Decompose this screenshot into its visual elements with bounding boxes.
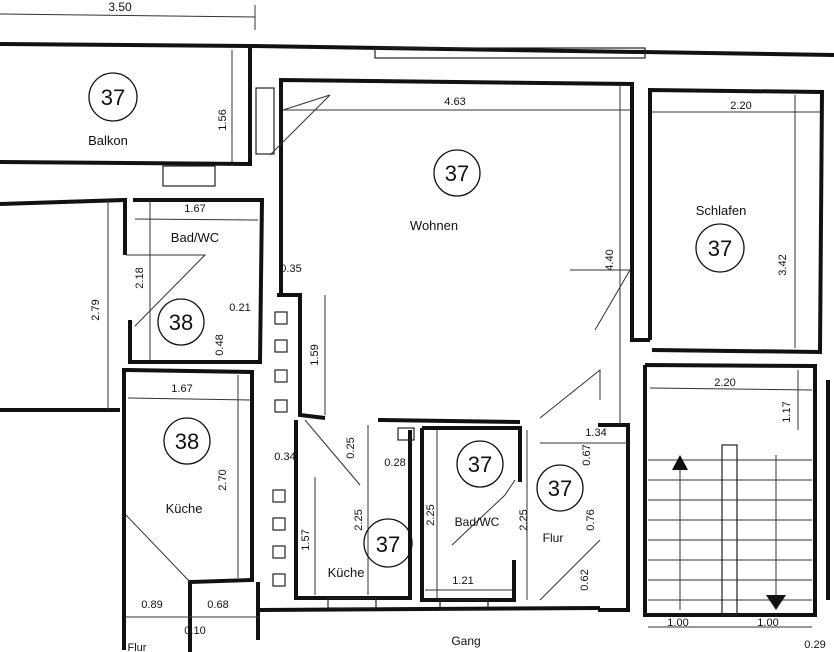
dimension-0-89: 0.89: [141, 599, 162, 611]
kueche-mid-unit-number: 37: [376, 532, 400, 557]
dimension-0-21: 0.21: [229, 302, 250, 314]
dimension-1-57: 1.57: [300, 529, 312, 550]
flur-mid-unit-number: 37: [548, 476, 572, 501]
bad-mid-unit-number: 37: [468, 452, 492, 477]
kueche-left-depth-dimension: 2.70: [217, 469, 229, 490]
kueche-mid-label: Küche: [328, 565, 365, 580]
kueche-mid-depth-dimension: 2.25: [353, 509, 365, 530]
stair-down-arrow-icon: [766, 595, 786, 610]
schlafen-width-dimension: 2.20: [730, 100, 751, 112]
dimension-0-25: 0.25: [345, 437, 357, 458]
schlafen-depth-dimension: 3.42: [777, 254, 789, 275]
dimension-0-29: 0.29: [804, 639, 825, 651]
dimension-0-10: 0.10: [184, 625, 205, 637]
bad-top-width-dimension: 1.67: [184, 203, 205, 215]
balkon-unit-number: 37: [101, 85, 125, 110]
outer-depth-dimension: 2.79: [90, 299, 102, 320]
dimension-0-67: 0.67: [581, 444, 593, 465]
stair-up-arrow-icon: [672, 455, 688, 470]
bad-mid-width-dimension: 1.21: [452, 575, 473, 587]
wohnen-label: Wohnen: [410, 218, 458, 233]
dimension-0-68: 0.68: [207, 599, 228, 611]
stair-landing-dimension: 1.17: [781, 401, 793, 422]
chimney-blocks: [272, 311, 415, 587]
stair-run-left-dimension: 1.00: [667, 617, 688, 629]
wohnen-unit-number: 37: [445, 161, 469, 186]
dimension-0-28: 0.28: [384, 457, 405, 469]
schlafen-label: Schlafen: [696, 203, 747, 218]
dimension-0-76: 0.76: [585, 509, 597, 530]
stair-width-dimension: 2.20: [714, 377, 735, 389]
kueche-left-width-dimension: 1.67: [171, 383, 192, 395]
dimension-0-48: 0.48: [214, 334, 226, 355]
dimension-lines: [107, 50, 820, 628]
windows: [162, 47, 646, 611]
dimension-0-35: 0.35: [280, 263, 301, 275]
dimension-0-62: 0.62: [579, 569, 591, 590]
bad-top-label: Bad/WC: [171, 230, 219, 245]
flur-mid-depth-dimension: 2.25: [518, 509, 530, 530]
top-dimension: 3.50: [108, 0, 132, 14]
gang-label: Gang: [451, 634, 480, 648]
bad-mid-label: Bad/WC: [455, 515, 500, 529]
wohnen-width-dimension: 4.63: [444, 96, 465, 108]
schlafen-unit-number: 37: [708, 236, 732, 261]
bad-top-unit-number: 38: [169, 310, 193, 335]
handrail: [721, 444, 738, 616]
dimension-0-34: 0.34: [274, 451, 295, 463]
door-swings: [125, 94, 631, 601]
flur-mid-label: Flur: [543, 531, 564, 545]
bad-top-depth-dimension: 2.18: [134, 267, 146, 288]
balkon-depth-dimension: 1.56: [217, 109, 229, 130]
kueche-left-label: Küche: [166, 501, 203, 516]
top-dimension-line: [0, 5, 256, 30]
dimension-1-59: 1.59: [309, 344, 321, 365]
bad-mid-depth-dimension: 2.25: [425, 504, 437, 525]
flur-left-label: Flur: [128, 642, 147, 652]
staircase: [648, 444, 812, 616]
kueche-left-unit-number: 38: [175, 429, 199, 454]
stair-run-right-dimension: 1.00: [757, 617, 778, 629]
wohnen-depth-dimension: 4.40: [604, 249, 616, 270]
dimension-1-34: 1.34: [585, 427, 606, 439]
balkon-label: Balkon: [88, 133, 128, 148]
unit-circles: [88, 72, 745, 568]
